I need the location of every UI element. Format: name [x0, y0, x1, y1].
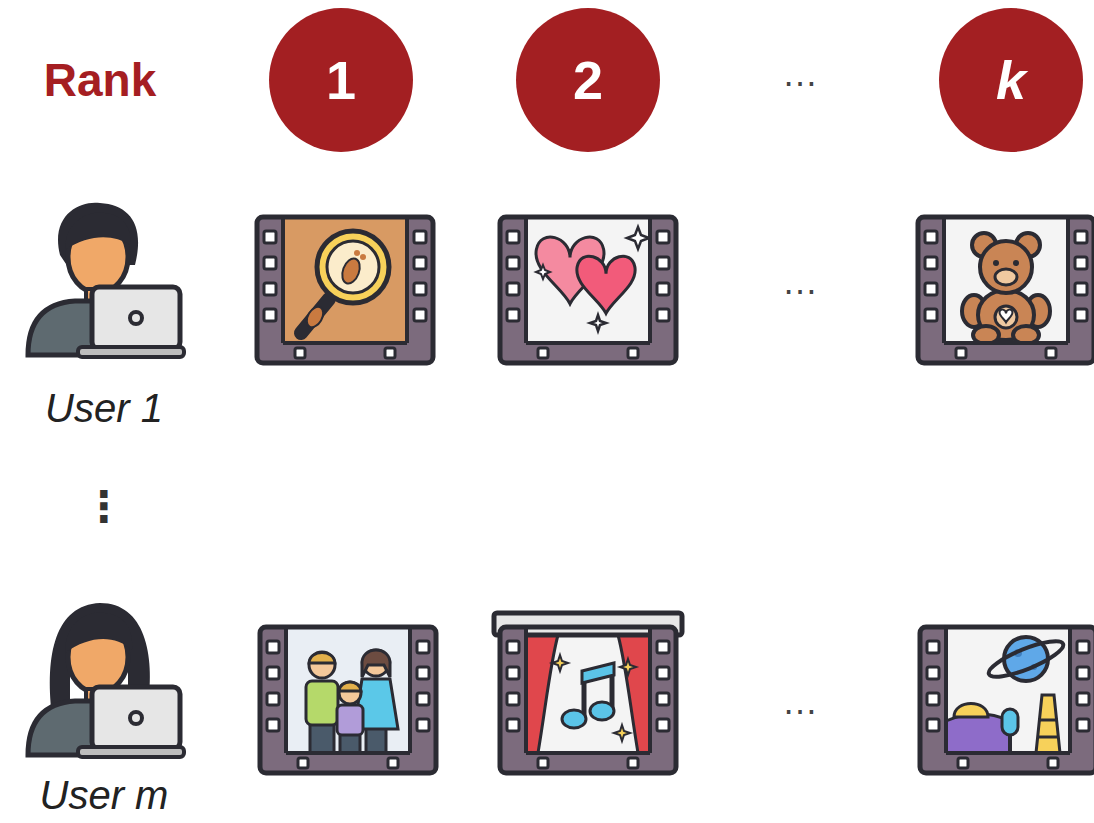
movie-icon — [494, 613, 682, 773]
movie-icon — [920, 627, 1094, 773]
circle-fill — [269, 8, 413, 152]
text-label: ⋮ — [83, 482, 125, 531]
rank-circle: 2 — [516, 8, 660, 152]
rank-number: 2 — [573, 49, 603, 111]
user-icon — [28, 203, 184, 357]
rank-number: 1 — [326, 49, 356, 111]
rank-number: k — [996, 49, 1026, 111]
label-box: Rank — [15, 48, 185, 112]
rank-circle: k — [939, 8, 1083, 152]
movie-icon — [918, 217, 1094, 363]
movie-icon — [500, 217, 676, 363]
text-label: User 1 — [45, 386, 163, 431]
user-icon — [28, 603, 184, 757]
label-box: User m — [4, 768, 204, 822]
label-box: … — [755, 677, 845, 727]
text-label: … — [782, 53, 818, 95]
label-box: User 1 — [4, 381, 204, 435]
label-box: … — [755, 49, 845, 99]
circle-fill — [939, 8, 1083, 152]
label-box: ⋮ — [74, 476, 134, 536]
movie-icon — [257, 217, 433, 363]
text-label: User m — [40, 773, 169, 818]
movie-icon — [260, 627, 436, 773]
label-box: … — [755, 257, 845, 307]
rank-circle: 1 — [269, 8, 413, 152]
text-label: Rank — [44, 53, 156, 107]
circle-fill — [516, 8, 660, 152]
text-label: … — [782, 681, 818, 723]
text-label: … — [782, 261, 818, 303]
